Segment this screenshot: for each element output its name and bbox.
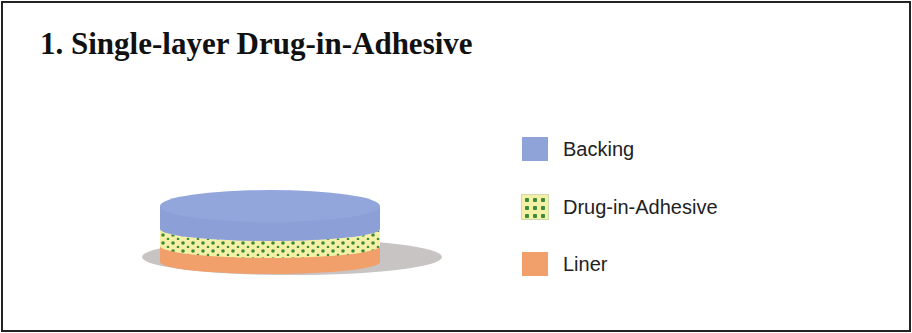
legend-swatch: [522, 137, 548, 161]
legend-text: Liner: [563, 252, 607, 276]
legend-pattern-swatch: [522, 195, 548, 219]
title: 1. Single-layer Drug-in-Adhesive: [40, 26, 473, 62]
legend-text: Backing: [563, 137, 634, 161]
legend-text: Drug-in-Adhesive: [563, 195, 718, 219]
backing-top: [160, 190, 380, 222]
legend-swatch: [522, 252, 548, 276]
